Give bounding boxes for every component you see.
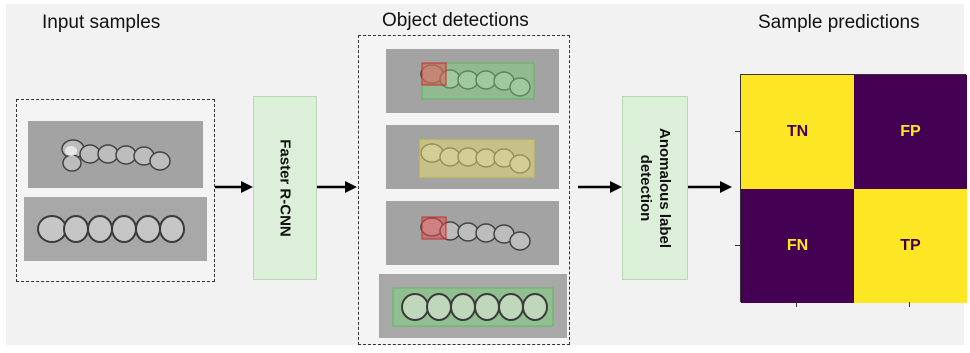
confusion-matrix: TN FP FN TP bbox=[740, 74, 967, 303]
anomaly-label-line-1: Anomalous label bbox=[656, 127, 673, 249]
detection-sample-2 bbox=[386, 125, 559, 189]
matrix-y-tick-1 bbox=[735, 131, 740, 132]
anomaly-label-line-2: detection bbox=[637, 154, 654, 222]
input-sample-straight bbox=[24, 197, 207, 261]
cell-tp: TP bbox=[854, 189, 967, 303]
matrix-x-tick-1 bbox=[796, 302, 797, 307]
arrow-input-to-rcnn bbox=[215, 181, 253, 193]
cell-tn: TN bbox=[741, 75, 854, 189]
cell-fn: FN bbox=[741, 189, 854, 303]
input-samples-heading: Input samples bbox=[42, 12, 161, 33]
detection-sample-3 bbox=[386, 201, 559, 265]
detection-sample-1 bbox=[386, 49, 559, 113]
faster-rcnn-stage: Faster R-CNN bbox=[253, 96, 317, 280]
faster-rcnn-label: Faster R-CNN bbox=[276, 139, 294, 237]
matrix-y-tick-2 bbox=[735, 245, 740, 246]
matrix-x-tick-2 bbox=[909, 302, 910, 307]
anomaly-detection-label: Anomalous label detection bbox=[636, 128, 674, 248]
object-detections-heading: Object detections bbox=[382, 10, 529, 31]
arrow-detections-to-anomaly bbox=[578, 181, 622, 193]
detection-sample-4 bbox=[379, 274, 567, 338]
arrow-anomaly-to-matrix bbox=[688, 181, 732, 193]
sample-predictions-heading: Sample predictions bbox=[758, 12, 920, 33]
cell-fp: FP bbox=[854, 75, 967, 189]
input-sample-curved bbox=[28, 121, 203, 188]
pipeline-diagram: Input samples Object detections Sample p… bbox=[6, 4, 967, 345]
arrow-rcnn-to-detections bbox=[317, 181, 357, 193]
anomaly-detection-stage: Anomalous label detection bbox=[622, 96, 688, 280]
